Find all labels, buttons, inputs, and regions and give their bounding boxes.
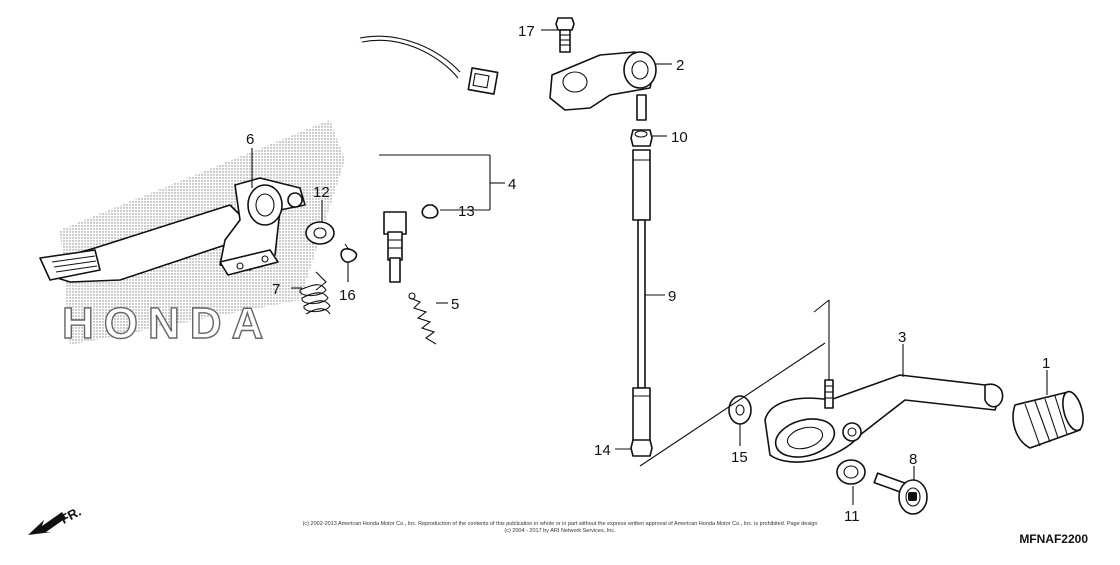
bolt-part[interactable] bbox=[555, 17, 575, 53]
callout-13: 13 bbox=[458, 203, 475, 220]
clip-part[interactable] bbox=[421, 204, 439, 219]
callout-16: 16 bbox=[339, 287, 356, 304]
callout-8: 8 bbox=[909, 451, 917, 468]
callout-17: 17 bbox=[518, 23, 535, 40]
washer-part-12[interactable] bbox=[305, 221, 335, 245]
washer-part-15[interactable] bbox=[728, 395, 752, 425]
callout-15: 15 bbox=[731, 449, 748, 466]
tie-rod-part[interactable] bbox=[632, 149, 651, 444]
callout-12: 12 bbox=[313, 184, 330, 201]
callout-10: 10 bbox=[671, 129, 688, 146]
callout-9: 9 bbox=[668, 288, 676, 305]
nut-part-10[interactable] bbox=[630, 129, 653, 147]
diagram-code: MFNAF2200 bbox=[1019, 532, 1088, 546]
pedal-rubber-part[interactable] bbox=[1012, 389, 1087, 449]
switch-spring-part[interactable] bbox=[408, 292, 437, 345]
callout-4: 4 bbox=[508, 176, 516, 193]
snap-ring-part[interactable] bbox=[340, 243, 358, 263]
stop-switch-part[interactable] bbox=[341, 35, 499, 283]
front-direction-arrow: FR. bbox=[28, 504, 83, 535]
front-direction-label: FR. bbox=[58, 504, 84, 527]
callout-1: 1 bbox=[1042, 355, 1050, 372]
callout-5: 5 bbox=[451, 296, 459, 313]
nut-part-14[interactable] bbox=[630, 439, 653, 457]
callout-14: 14 bbox=[594, 442, 611, 459]
leader-lines bbox=[251, 29, 1048, 505]
callout-11: 11 bbox=[844, 508, 860, 525]
shift-pedal-part[interactable] bbox=[764, 374, 1004, 463]
callout-2: 2 bbox=[676, 57, 684, 74]
return-spring-part[interactable] bbox=[299, 271, 331, 315]
shift-arm-part[interactable] bbox=[549, 51, 657, 121]
callout-6: 6 bbox=[246, 131, 254, 148]
honda-watermark: HONDA bbox=[62, 299, 273, 348]
washer-part-11[interactable] bbox=[836, 459, 866, 485]
pivot-bolt-part[interactable] bbox=[873, 472, 928, 515]
callout-3: 3 bbox=[898, 329, 906, 346]
callout-7: 7 bbox=[272, 281, 280, 298]
brake-pedal-part[interactable] bbox=[39, 177, 306, 283]
callout-labels: 1 2 3 4 5 6 7 8 9 10 11 12 13 14 15 16 1… bbox=[246, 23, 1050, 525]
copyright-notice: (c) 2002-2013 American Honda Motor Co., … bbox=[302, 521, 818, 534]
